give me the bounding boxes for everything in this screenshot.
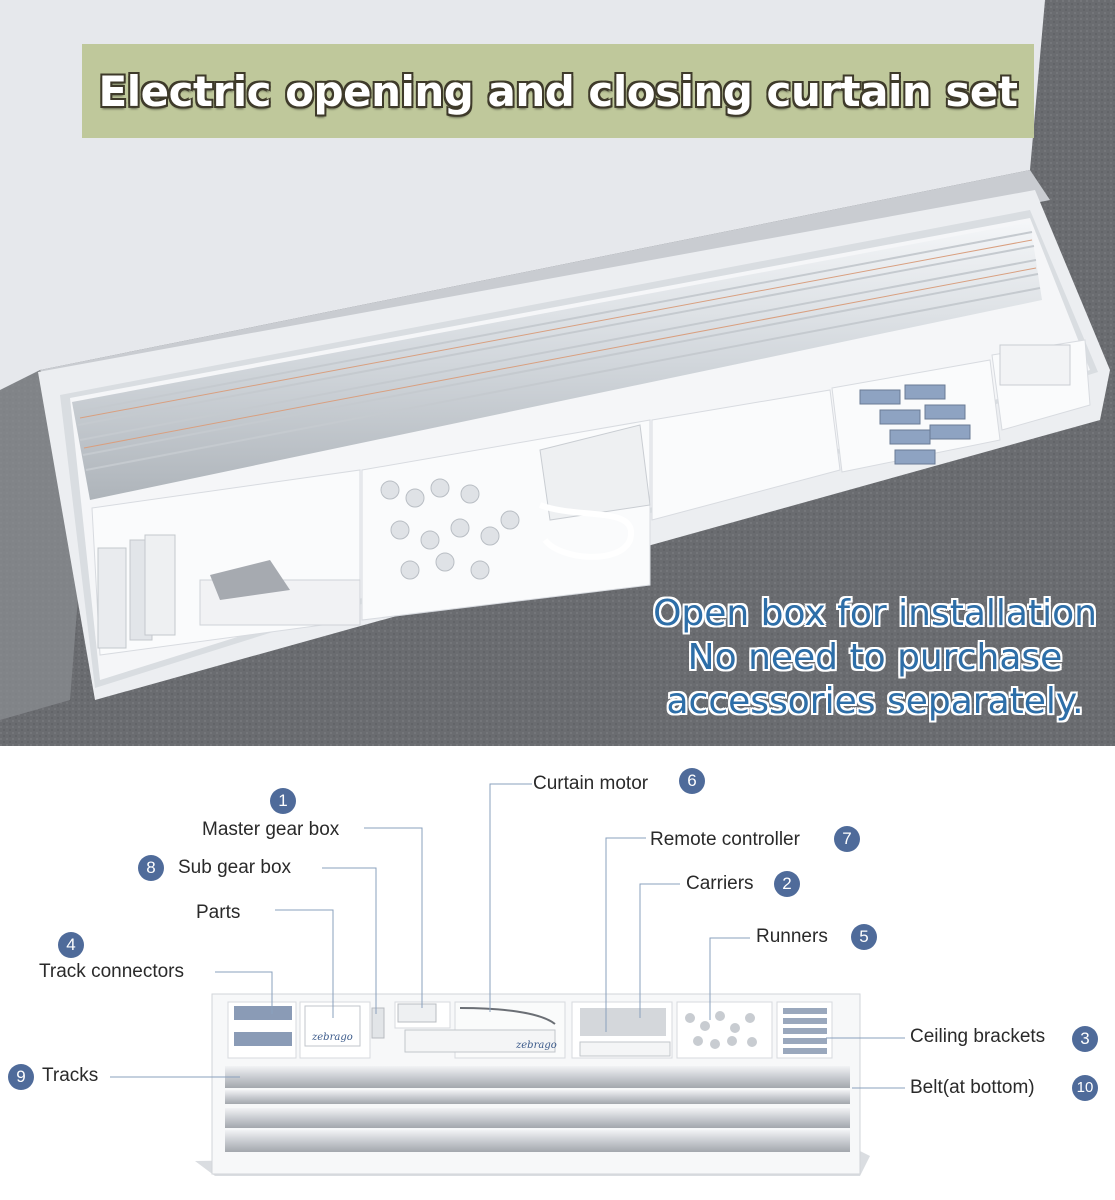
label-parts: Parts bbox=[196, 902, 241, 923]
badge-2: 2 bbox=[774, 871, 800, 897]
badge-9: 9 bbox=[8, 1064, 34, 1090]
label-master-gear-box: Master gear box bbox=[202, 819, 340, 840]
label-carriers: Carriers bbox=[686, 873, 754, 894]
promo-line-3: accessories separately. bbox=[666, 681, 1084, 722]
label-belt: Belt(at bottom) bbox=[910, 1077, 1035, 1098]
label-runners: Runners bbox=[756, 926, 828, 947]
label-sub-gear-box: Sub gear box bbox=[178, 857, 292, 878]
promo-line-1: Open box for installation bbox=[653, 593, 1097, 634]
parts-diagram: zebrago zebrago 1 Master gear box 8 Sub … bbox=[0, 746, 1115, 1200]
label-remote-controller: Remote controller bbox=[650, 829, 800, 850]
brand-logo: zebrago bbox=[312, 1032, 353, 1043]
badge-4: 4 bbox=[58, 932, 84, 958]
promo-line-2: No need to purchase bbox=[687, 637, 1063, 678]
badge-1: 1 bbox=[270, 788, 296, 814]
badge-8: 8 bbox=[138, 855, 164, 881]
banner-title: Electric opening and closing curtain set bbox=[98, 66, 1018, 116]
title-banner: Electric opening and closing curtain set bbox=[82, 44, 1034, 138]
badge-5: 5 bbox=[851, 924, 877, 950]
label-tracks: Tracks bbox=[42, 1065, 99, 1086]
label-curtain-motor: Curtain motor bbox=[533, 773, 649, 794]
badge-3: 3 bbox=[1072, 1026, 1098, 1052]
badge-10: 10 bbox=[1072, 1075, 1098, 1101]
badge-7: 7 bbox=[834, 826, 860, 852]
label-ceiling-brackets: Ceiling brackets bbox=[910, 1026, 1046, 1047]
badge-6: 6 bbox=[679, 768, 705, 794]
promo-text: Open box for installation No need to pur… bbox=[640, 592, 1110, 724]
product-photo: Electric opening and closing curtain set… bbox=[0, 0, 1115, 746]
label-track-connectors: Track connectors bbox=[39, 961, 185, 982]
tray-illustration bbox=[110, 783, 905, 1176]
brand-logo-motor: zebrago bbox=[516, 1040, 557, 1051]
